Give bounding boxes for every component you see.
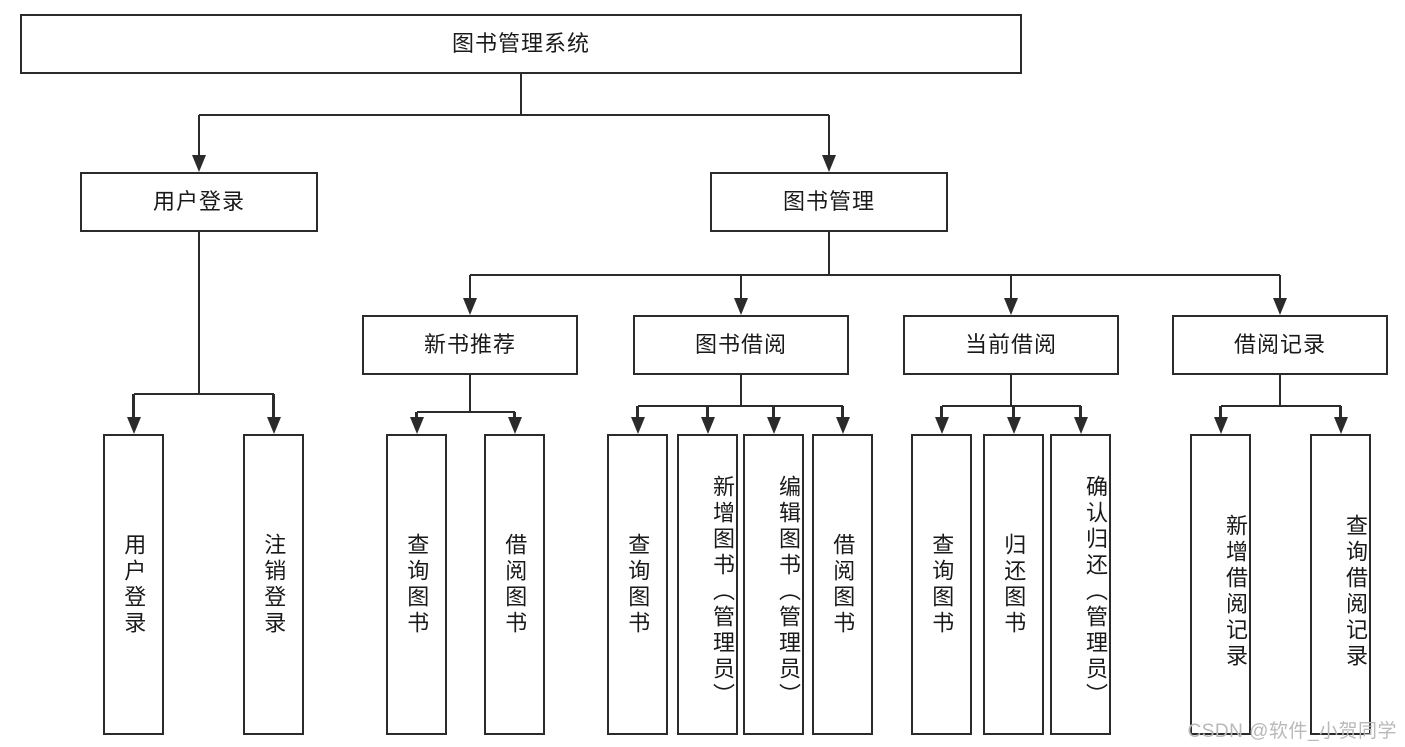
- connector-vertical: [739, 375, 743, 406]
- leaf-node-label: 编辑图书（管理员）: [776, 474, 801, 709]
- node-user-login[interactable]: 用户登录: [80, 172, 318, 232]
- leaf-node-label: 归还图书: [1001, 532, 1027, 637]
- node-new-book-recommend[interactable]: 新书推荐: [362, 315, 578, 375]
- connector-vertical: [1009, 375, 1013, 406]
- leaf-node-add-book-admin[interactable]: 新增图书（管理员）: [677, 434, 738, 735]
- leaf-node-label: 确认归还（管理员）: [1083, 474, 1108, 709]
- connector-vertical: [132, 394, 135, 417]
- connector-vertical: [1079, 406, 1082, 417]
- connector-vertical: [519, 74, 523, 115]
- connector-horizontal: [637, 404, 843, 408]
- node-current-borrow-label: 当前借阅: [964, 331, 1057, 357]
- connector-horizontal: [199, 113, 829, 117]
- leaf-node-label: 注销登录: [261, 532, 287, 637]
- node-book-management-label: 图书管理: [782, 188, 875, 214]
- node-user-login-label: 用户登录: [152, 188, 245, 214]
- leaf-node-label: 查询图书: [625, 532, 651, 637]
- connector-vertical: [706, 406, 709, 417]
- leaf-node-label: 新增借阅记录: [1223, 513, 1248, 670]
- arrowhead-icon: [192, 155, 206, 172]
- leaf-node-edit-book-admin[interactable]: 编辑图书（管理员）: [743, 434, 804, 735]
- connector-vertical: [841, 406, 844, 417]
- arrowhead-icon: [409, 417, 424, 434]
- connector-vertical: [1009, 275, 1013, 298]
- connector-vertical: [940, 406, 943, 417]
- leaf-node-confirm-return-admin[interactable]: 确认归还（管理员）: [1050, 434, 1111, 735]
- csdn-watermark: CSDN @软件_小贺同学: [1187, 721, 1397, 742]
- node-book-management[interactable]: 图书管理: [710, 172, 948, 232]
- arrowhead-icon: [126, 417, 141, 434]
- leaf-node-query-book-rec[interactable]: 查询图书: [386, 434, 447, 735]
- connector-vertical: [827, 115, 831, 155]
- arrowhead-icon: [1004, 298, 1018, 315]
- connector-vertical: [468, 275, 472, 298]
- arrowhead-icon: [734, 298, 748, 315]
- connector-vertical: [1278, 375, 1282, 406]
- leaf-node-add-borrow-record[interactable]: 新增借阅记录: [1190, 434, 1251, 735]
- leaf-node-borrow-book-rec[interactable]: 借阅图书: [484, 434, 545, 735]
- arrowhead-icon: [700, 417, 715, 434]
- connector-horizontal: [1220, 404, 1341, 408]
- leaf-node-label: 用户登录: [121, 532, 147, 637]
- connector-horizontal: [941, 404, 1081, 408]
- connector-vertical: [772, 406, 775, 417]
- arrowhead-icon: [1073, 417, 1088, 434]
- connector-vertical: [1219, 406, 1222, 417]
- leaf-node-label: 查询图书: [929, 532, 955, 637]
- connector-vertical: [468, 375, 472, 412]
- node-borrow-record-label: 借阅记录: [1233, 331, 1326, 357]
- node-book-borrow[interactable]: 图书借阅: [633, 315, 849, 375]
- connector-vertical: [1278, 275, 1282, 298]
- arrowhead-icon: [1333, 417, 1348, 434]
- arrowhead-icon: [463, 298, 477, 315]
- arrowhead-icon: [766, 417, 781, 434]
- connector-horizontal: [416, 410, 515, 414]
- node-new-book-recommend-label: 新书推荐: [423, 331, 516, 357]
- leaf-node-query-book-borrow[interactable]: 查询图书: [607, 434, 668, 735]
- node-borrow-record[interactable]: 借阅记录: [1172, 315, 1388, 375]
- connector-vertical: [636, 406, 639, 417]
- arrowhead-icon: [630, 417, 645, 434]
- leaf-node-label: 借阅图书: [502, 532, 528, 637]
- leaf-node-borrow-book[interactable]: 借阅图书: [812, 434, 873, 735]
- leaf-node-query-book-current[interactable]: 查询图书: [911, 434, 972, 735]
- node-book-borrow-label: 图书借阅: [694, 331, 787, 357]
- arrowhead-icon: [1006, 417, 1021, 434]
- leaf-node-label: 新增图书（管理员）: [710, 474, 735, 709]
- leaf-node-query-borrow-record[interactable]: 查询借阅记录: [1310, 434, 1371, 735]
- connector-vertical: [1339, 406, 1342, 417]
- arrowhead-icon: [835, 417, 850, 434]
- connector-horizontal: [470, 273, 1280, 277]
- arrowhead-icon: [507, 417, 522, 434]
- connector-vertical: [197, 232, 201, 394]
- arrowhead-icon: [266, 417, 281, 434]
- connector-vertical: [513, 412, 516, 417]
- leaf-node-return-book[interactable]: 归还图书: [983, 434, 1044, 735]
- connector-horizontal: [133, 392, 274, 396]
- leaf-node-label: 借阅图书: [830, 532, 856, 637]
- leaf-node-label: 查询借阅记录: [1343, 513, 1368, 670]
- leaf-node-label: 查询图书: [404, 532, 430, 637]
- connector-vertical: [415, 412, 418, 417]
- leaf-node-logout-login[interactable]: 注销登录: [243, 434, 304, 735]
- arrowhead-icon: [934, 417, 949, 434]
- connector-vertical: [272, 394, 275, 417]
- arrowhead-icon: [1213, 417, 1228, 434]
- connector-vertical: [827, 232, 831, 275]
- connector-vertical: [739, 275, 743, 298]
- node-current-borrow[interactable]: 当前借阅: [903, 315, 1119, 375]
- connector-vertical: [1012, 406, 1015, 417]
- connector-vertical: [197, 115, 201, 155]
- node-root[interactable]: 图书管理系统: [20, 14, 1022, 74]
- arrowhead-icon: [1273, 298, 1287, 315]
- node-root-label: 图书管理系统: [451, 30, 590, 56]
- leaf-node-user-login[interactable]: 用户登录: [103, 434, 164, 735]
- arrowhead-icon: [822, 155, 836, 172]
